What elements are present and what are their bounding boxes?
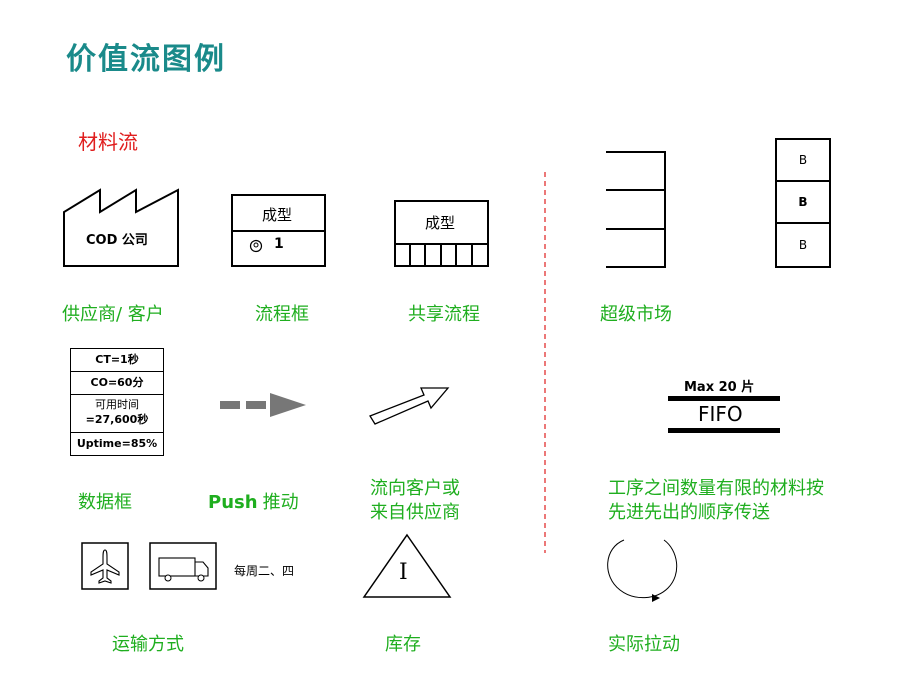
schedule-text: 每周二、四 [234,564,295,578]
truck-icon [149,542,217,590]
label-push: Push 推动 [208,488,299,514]
supermarket-icon [606,151,666,268]
shared-process-box [394,200,489,267]
label-inventory: 库存 [385,634,421,655]
label-flow-line2: 来自供应商 [370,502,460,523]
label-fifo: 工序之间数量有限的材料按 先进先出的顺序传送 [608,477,824,525]
page-title: 价值流图例 [66,42,226,77]
kanban-box: B [775,222,831,268]
data-box: CT=1秒 CO=60分 可用时间 =27,600秒 Uptime=85% [70,348,164,456]
supplier-box-text: COD 公司 [86,233,148,248]
label-databox: 数据框 [78,492,132,513]
label-push-en: Push [208,492,258,513]
label-flow: 流向客户或 来自供应商 [370,477,460,525]
kanban-label: B [798,238,808,252]
kanban-label: B [798,153,808,167]
operator-count: 1 [274,236,284,252]
data-box-available: 可用时间 =27,600秒 [71,395,163,433]
shipment-arrow-icon [369,387,450,425]
process-name: 成型 [262,206,293,224]
kanban-box: B [775,180,831,224]
airplane-icon [81,542,129,590]
inventory-symbol: I [399,560,408,585]
kanban-box: B [775,138,831,182]
data-box-co: CO=60分 [71,372,163,395]
fifo-max: Max 20 片 [684,380,755,395]
shared-process-name: 成型 [425,214,456,232]
operator-icon [249,239,263,253]
label-supplier: 供应商/ 客户 [62,304,164,325]
fifo-lane [668,396,780,433]
kanban-label: B [798,195,808,209]
divider-line [544,172,546,553]
label-shared: 共享流程 [408,304,480,325]
label-transport: 运输方式 [112,634,184,655]
data-box-available-value: =27,600秒 [85,413,149,426]
pull-circle-icon [607,539,678,602]
label-process: 流程框 [255,304,309,325]
fifo-label: FIFO [698,402,743,426]
inventory-triangle-icon [362,533,452,598]
push-arrow-icon [220,393,306,417]
section-label: 材料流 [78,130,138,154]
label-push-cn: 推动 [262,492,299,513]
label-fifo-line2: 先进先出的顺序传送 [608,502,770,523]
label-pull: 实际拉动 [608,634,680,655]
label-supermarket: 超级市场 [600,304,672,325]
label-fifo-line1: 工序之间数量有限的材料按 [608,478,824,499]
data-box-ct: CT=1秒 [71,349,163,372]
data-box-uptime: Uptime=85% [76,437,158,450]
label-flow-line1: 流向客户或 [370,478,460,499]
process-box [231,194,326,267]
data-box-available-label: 可用时间 [95,398,139,411]
factory-icon [63,188,179,267]
